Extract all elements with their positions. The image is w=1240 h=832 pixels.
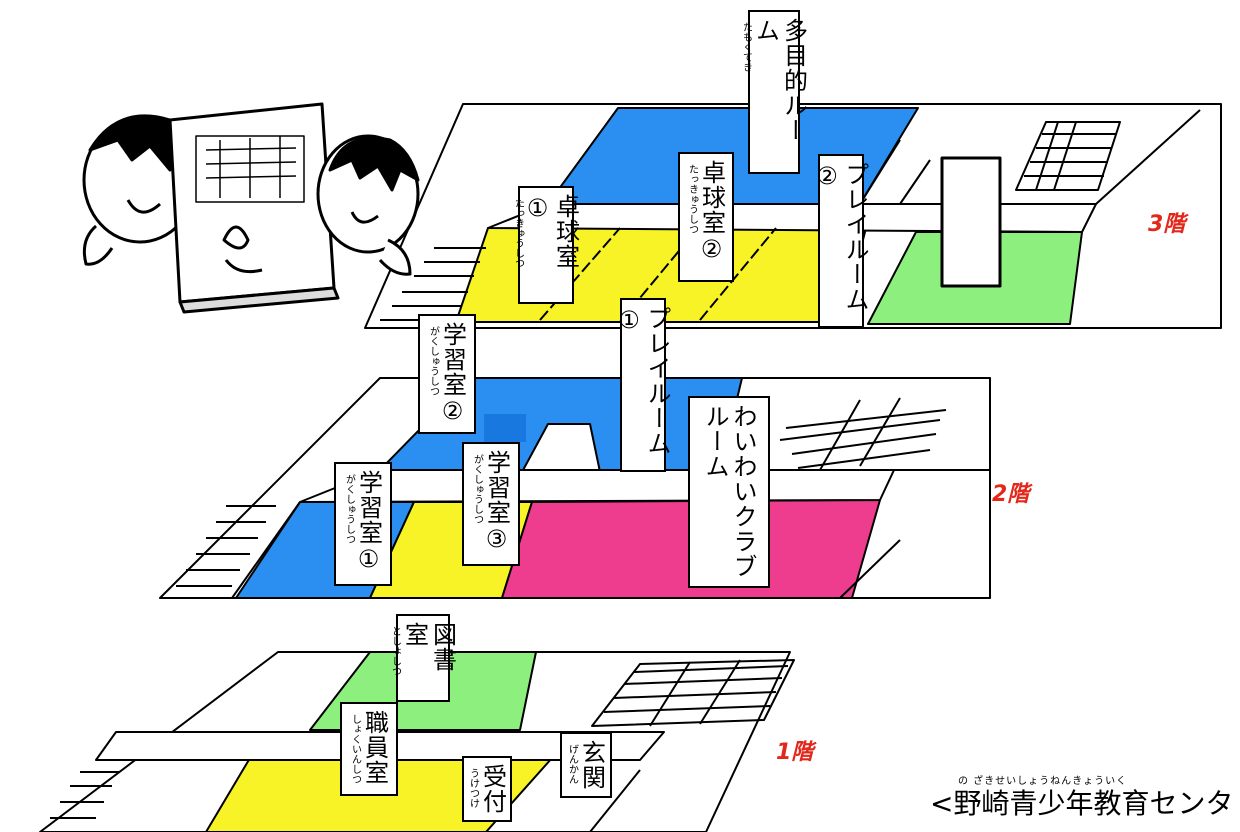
- room-label-gakushu3: 学習室③ がくしゅうしつ: [462, 442, 520, 566]
- room-label-playroom1: プレイルーム①: [615, 298, 671, 472]
- room-ruby: がくしゅうしつ: [471, 454, 483, 524]
- room-ruby: げんかん: [566, 744, 578, 784]
- room-name: 図書室: [400, 622, 457, 672]
- room-ruby: うけつけ: [467, 768, 479, 808]
- room-label-genkan: 玄関 げんかん: [560, 732, 612, 798]
- room-label-playroom2: プレイルーム②: [813, 154, 869, 328]
- floor-tag-3f: 3階: [1148, 212, 1186, 237]
- kids-with-book-illustration: [82, 102, 420, 314]
- room-label-shokuinshitsu: 職員室 しょくいんしつ: [340, 702, 398, 796]
- room-label-toshoshitsu: 図書室 としょしつ: [390, 614, 457, 702]
- floor-tag-2f: 2階: [992, 482, 1030, 507]
- floor-1f-stairs-left: [50, 771, 120, 819]
- room-name: わいわいクラブルーム: [701, 404, 757, 579]
- room-name: 卓球室①: [523, 194, 580, 269]
- room-name: プレイルーム②: [813, 162, 869, 312]
- room-ruby: たっきゅうしつ: [512, 198, 524, 268]
- floor-2f-plate: [159, 377, 991, 599]
- room-name: 学習室①: [354, 470, 383, 574]
- room-label-waiwai: わいわいクラブルーム: [688, 396, 770, 588]
- room-label-gakushu1: 学習室① がくしゅうしつ: [334, 462, 392, 586]
- room-name: 多目的ルーム: [751, 18, 808, 143]
- floor-2f-stairs-right: [779, 397, 947, 471]
- room-ruby: がくしゅうしつ: [427, 326, 439, 396]
- room-name: プレイルーム①: [615, 306, 671, 456]
- room-name: 受付: [478, 764, 507, 814]
- floor-2f-stairs-left: [176, 501, 301, 599]
- room-label-tamokuteki: 多目的ルーム たもくてき: [741, 10, 808, 174]
- floor-1f-stairs-right: [591, 659, 795, 727]
- room-ruby: たもくてき: [740, 22, 752, 72]
- floor-3f-stairs-right: [1015, 121, 1121, 191]
- room-label-takkyu1: 卓球室① たっきゅうしつ: [513, 186, 580, 304]
- caption-ruby: の ざきせいしょうねんきょういく: [958, 776, 1128, 787]
- room-ruby: としょしつ: [389, 626, 401, 676]
- caption-title: <野崎青少年教育センタ: [930, 787, 1234, 820]
- room-name: 職員室: [360, 710, 389, 785]
- room-name: 卓球室②: [697, 160, 726, 264]
- room-ruby: たっきゅうしつ: [686, 164, 698, 234]
- room-label-uketsuke: 受付 うけつけ: [462, 756, 512, 822]
- room-label-takkyu2: 卓球室② たっきゅうしつ: [678, 152, 734, 282]
- room-name: 学習室②: [438, 322, 467, 426]
- room-name: 学習室③: [482, 450, 511, 554]
- floor-tag-1f: 1階: [776, 740, 814, 765]
- room-label-gakushu2: 学習室② がくしゅうしつ: [418, 314, 476, 434]
- room-ruby: しょくいんしつ: [349, 714, 361, 784]
- floor-3f-plate: [364, 103, 1222, 329]
- room-ruby: がくしゅうしつ: [343, 474, 355, 544]
- room-name: 玄関: [577, 740, 606, 790]
